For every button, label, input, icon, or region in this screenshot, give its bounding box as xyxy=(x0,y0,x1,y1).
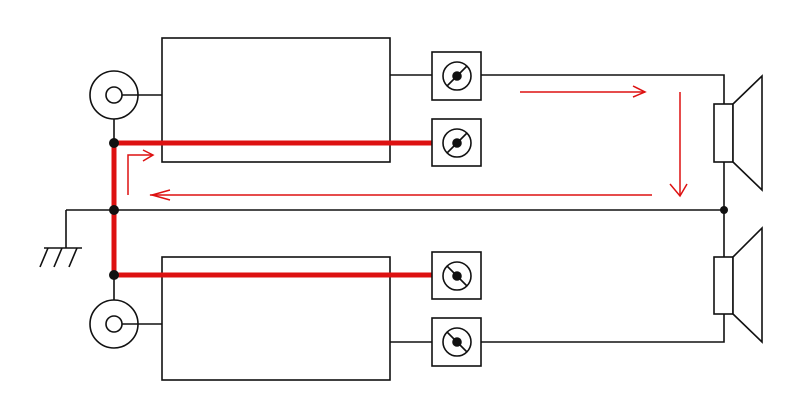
meter-icon-1 xyxy=(431,51,482,101)
arrow-left-icon xyxy=(149,189,652,201)
junctions xyxy=(109,138,728,280)
meter-icon-4 xyxy=(431,317,482,367)
highlight-path xyxy=(111,140,432,278)
speaker-icon-bottom xyxy=(713,226,763,344)
meter-icon-3 xyxy=(431,251,482,300)
current-flow-arrows xyxy=(127,85,688,201)
arrow-up-right-icon xyxy=(127,149,155,195)
input-jack-bottom xyxy=(89,275,162,349)
junction-dot xyxy=(109,138,119,148)
arrow-right-icon xyxy=(520,85,647,98)
meters xyxy=(431,51,482,367)
amplifier-box-bottom xyxy=(161,256,391,381)
ground-icon xyxy=(39,210,82,268)
wire-top-speaker xyxy=(481,74,725,343)
black-wiring xyxy=(39,37,763,381)
junction-dot xyxy=(109,205,119,215)
amplifier-box-top xyxy=(161,37,391,163)
arrow-down-icon xyxy=(669,92,688,198)
junction-dot xyxy=(109,270,119,280)
meter-icon-2 xyxy=(431,118,482,167)
junction-dot xyxy=(720,206,728,214)
input-jack-top xyxy=(89,70,162,143)
speaker-icon-top xyxy=(713,74,763,192)
